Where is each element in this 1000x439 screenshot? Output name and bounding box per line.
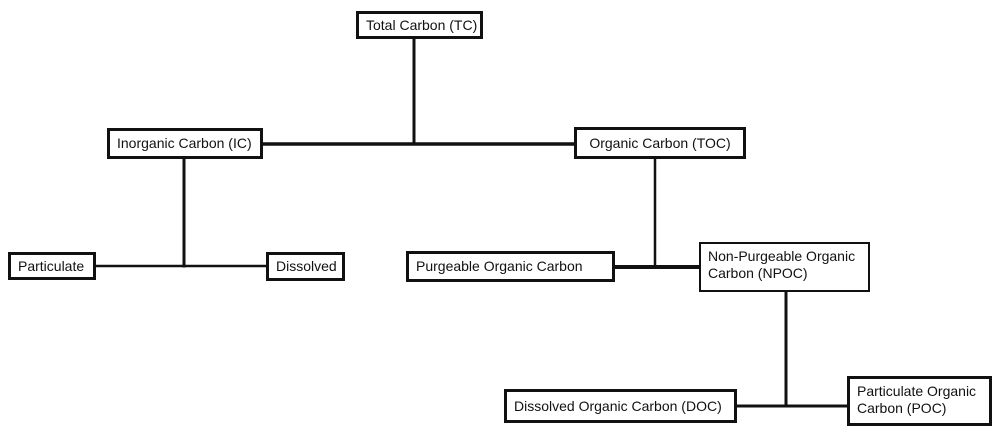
node-purgeable-organic-carbon-label: Purgeable Organic Carbon bbox=[416, 258, 583, 274]
node-dissolved-organic-carbon: Dissolved Organic Carbon (DOC) bbox=[504, 389, 737, 423]
node-total-carbon: Total Carbon (TC) bbox=[356, 11, 483, 39]
node-ic-dissolved-label: Dissolved bbox=[276, 258, 337, 274]
node-inorganic-carbon: Inorganic Carbon (IC) bbox=[107, 128, 263, 159]
node-organic-carbon: Organic Carbon (TOC) bbox=[574, 127, 746, 159]
node-ic-particulate: Particulate bbox=[8, 252, 96, 280]
node-npoc: Non-Purgeable Organic Carbon (NPOC) bbox=[699, 242, 870, 292]
node-particulate-organic-carbon: Particulate Organic Carbon (POC) bbox=[847, 376, 992, 426]
node-dissolved-organic-carbon-label: Dissolved Organic Carbon (DOC) bbox=[514, 397, 722, 414]
node-npoc-label-line1: Non-Purgeable Organic bbox=[708, 248, 856, 264]
node-purgeable-organic-carbon: Purgeable Organic Carbon bbox=[406, 251, 615, 282]
node-ic-particulate-label: Particulate bbox=[18, 257, 85, 274]
node-ic-dissolved: Dissolved bbox=[266, 252, 345, 281]
node-poc-label-line2: Carbon (POC) bbox=[857, 400, 947, 416]
node-npoc-label-line2: Carbon (NPOC) bbox=[708, 265, 808, 281]
node-organic-carbon-label: Organic Carbon (TOC) bbox=[589, 134, 731, 151]
node-total-carbon-label: Total Carbon (TC) bbox=[366, 16, 478, 33]
node-inorganic-carbon-label: Inorganic Carbon (IC) bbox=[117, 135, 252, 151]
node-poc-label-line1: Particulate Organic bbox=[857, 383, 977, 399]
